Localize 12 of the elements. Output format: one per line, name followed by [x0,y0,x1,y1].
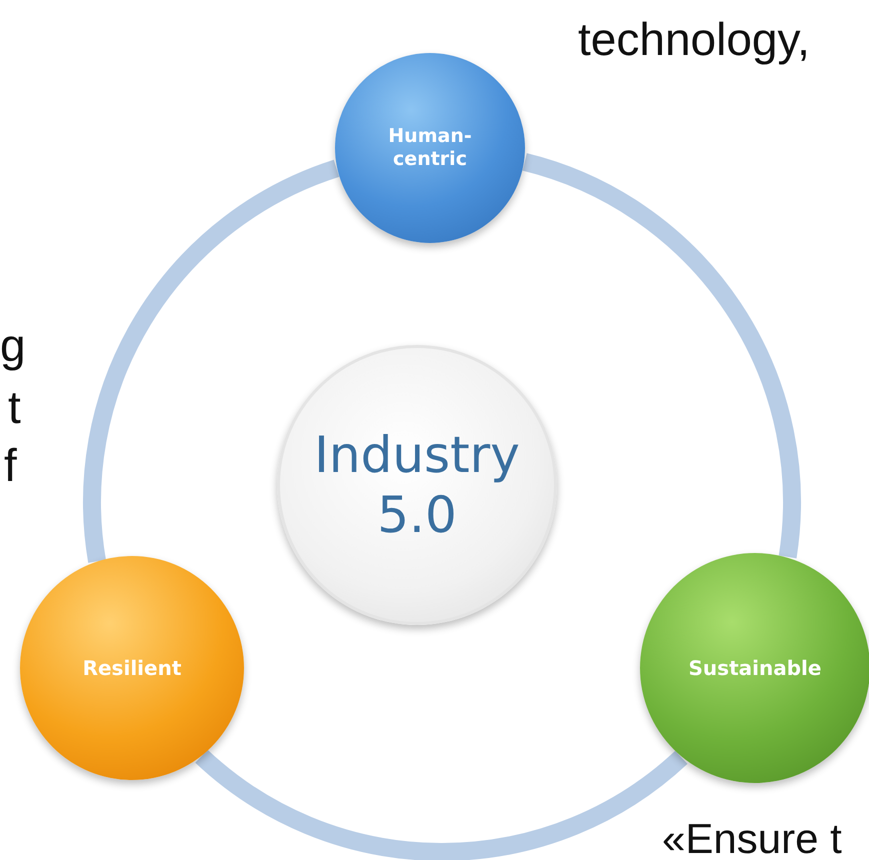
node-label: Industry 5.0 [313,425,521,545]
text-fragment: g [0,322,26,368]
ring-arc [522,153,801,558]
text-fragment: t [8,384,21,430]
ring-arc [83,160,340,562]
ring-arc [196,749,688,860]
node-label: Human- centric [387,125,473,171]
text-fragment: technology, [578,16,810,62]
text-fragment: f [4,442,17,488]
node-label: Sustainable [688,656,822,680]
node-label: Resilient [82,656,182,680]
text-fragment: «Ensure t [662,818,842,860]
